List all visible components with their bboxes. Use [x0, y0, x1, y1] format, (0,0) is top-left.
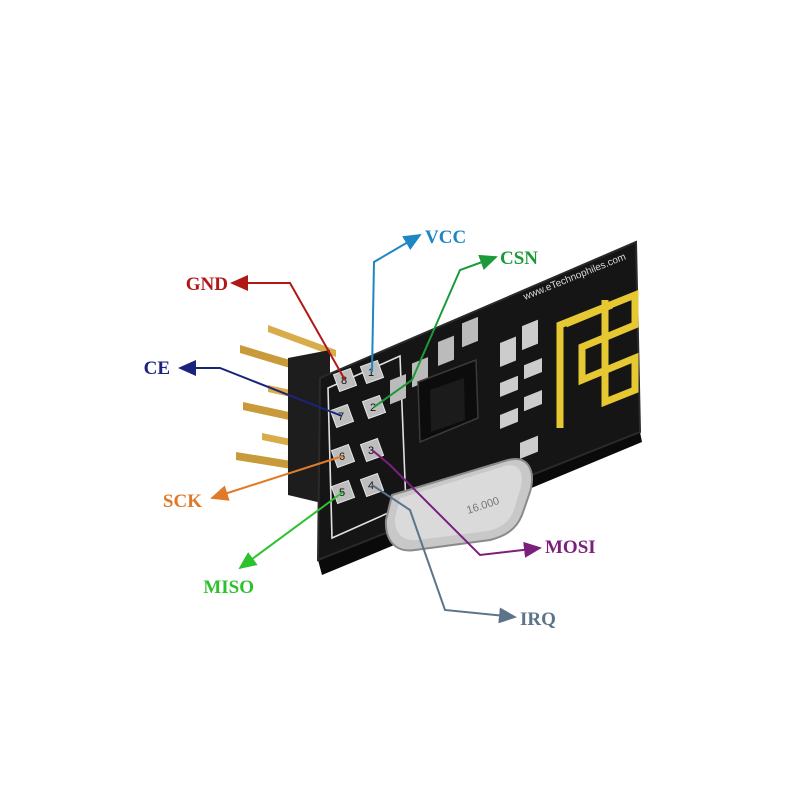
pin-label-csn: CSN [500, 248, 538, 269]
pin-label-vcc: VCC [425, 227, 466, 248]
leader-line-mosi [371, 449, 542, 558]
rf-chip [417, 358, 479, 444]
pin-leaders [178, 233, 542, 624]
antenna-trace [556, 289, 639, 428]
component [462, 316, 478, 348]
leader-line-ce [178, 360, 343, 417]
smd-components [390, 316, 542, 459]
crystal-oscillator: 16.000 [384, 458, 533, 552]
pin-label-gnd: GND [186, 274, 228, 295]
pin-label-irq: IRQ [520, 609, 556, 630]
pin-number-mosi: 3 [368, 445, 374, 457]
pin-label-sck: SCK [163, 491, 202, 512]
leader-line-vcc [371, 233, 422, 373]
leader-line-miso [238, 491, 344, 570]
pin-label-ce: CE [144, 358, 170, 379]
pin-number-ce: 7 [338, 411, 344, 423]
component [524, 390, 542, 412]
component [500, 336, 516, 367]
leader-line-irq [371, 484, 517, 624]
leader-line-sck [210, 455, 344, 501]
leader-line-csn [373, 254, 498, 408]
component [438, 335, 454, 367]
pin-number-vcc: 1 [368, 367, 374, 379]
pin-number-irq: 4 [368, 480, 374, 492]
component [500, 407, 518, 429]
component [520, 435, 538, 459]
pin-labels: GND VCC CSN CE SCK MISO MOSI IRQ [144, 227, 596, 630]
component [522, 319, 538, 351]
component [500, 375, 518, 397]
leader-line-gnd [230, 275, 346, 381]
pin-number-gnd: 8 [341, 375, 347, 387]
pin-label-mosi: MOSI [545, 537, 596, 558]
pin-number-csn: 2 [370, 402, 376, 414]
pin-label-miso: MISO [203, 577, 254, 598]
component [524, 358, 542, 380]
